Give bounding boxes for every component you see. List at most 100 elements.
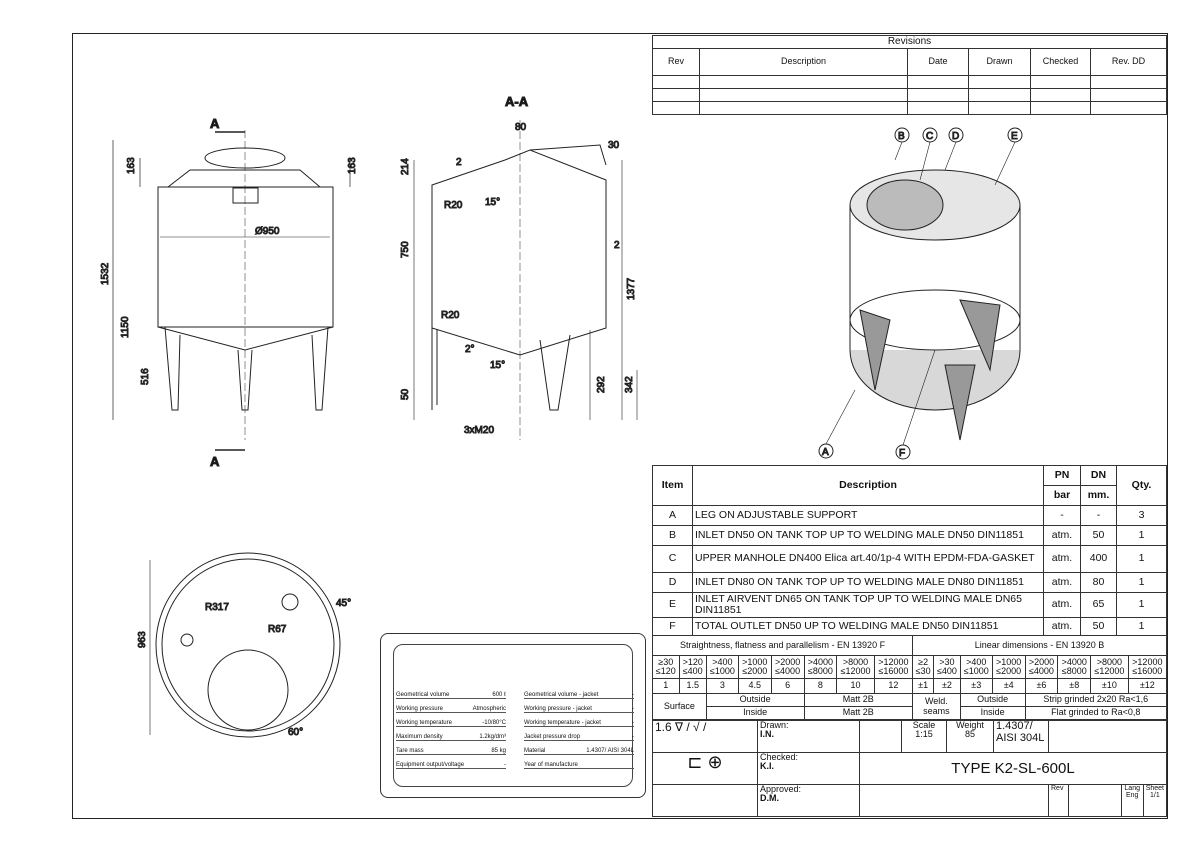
straight-tolerance: 1.5	[678, 678, 707, 694]
qty: 1	[1116, 525, 1167, 546]
lang-value: Eng	[1125, 792, 1139, 800]
label: Working temperature - jacket	[524, 720, 601, 726]
value: Atmospheric	[472, 706, 506, 712]
straight-range: >4000 ≤8000	[803, 655, 838, 679]
weld-inside-value: Flat grinded to Ra<0,8	[1024, 706, 1168, 720]
scale-value: 1:15	[915, 729, 933, 740]
surface-inside: Inside	[705, 706, 805, 720]
straight-range: >1000 ≤2000	[737, 655, 772, 679]
surface-outside: Outside	[705, 693, 805, 707]
linear-range: >12000 ≤16000	[1127, 655, 1168, 679]
value: -10/80°C	[482, 720, 506, 726]
dim-1377: 1377	[626, 277, 637, 300]
dim-15deg-top: 15°	[485, 197, 500, 208]
revisions-table: Revisions Rev Description Date Drawn Che…	[652, 35, 1167, 115]
linear-range: ≥2 ≤30	[912, 655, 935, 679]
label: Working pressure	[396, 706, 443, 712]
linear-title: Linear dimensions - EN 13920 B	[912, 635, 1167, 656]
straight-tolerance: 6	[770, 678, 805, 694]
weight-label: Weight	[956, 720, 984, 730]
checked-label: Checked:	[760, 752, 799, 762]
straightness-title: Straightness, flatness and parallelism -…	[651, 635, 914, 656]
dim-15deg-bottom: 15°	[490, 360, 505, 371]
description: TOTAL OUTLET DN50 UP TO WELDING MALE DN5…	[692, 617, 1044, 636]
rev-label: Rev	[1048, 784, 1069, 817]
callout-e: E	[1011, 131, 1018, 142]
straight-range: >2000 ≤4000	[770, 655, 805, 679]
dim-45deg: 45°	[336, 598, 351, 609]
surface-inside-value: Matt 2B	[803, 706, 914, 720]
item: B	[652, 525, 693, 546]
qty: 1	[1116, 592, 1167, 618]
surface-label: Surface	[652, 693, 707, 720]
roughness-symbol: 1.6 ∇ / √ /	[652, 720, 758, 753]
straight-tolerance: 10	[836, 678, 875, 694]
nameplate-row: Tare mass 85 kg	[396, 748, 506, 755]
linear-tolerance: ±1	[912, 678, 935, 694]
weld-outside-value: Strip grinded 2x20 Ra<1,6	[1024, 693, 1168, 707]
value: -	[632, 734, 634, 740]
qty-header: Qty.	[1116, 465, 1167, 506]
pn-header: PN	[1043, 465, 1081, 486]
sheet-label: Sheet	[1145, 785, 1164, 792]
label: Working pressure - jacket	[524, 706, 592, 712]
dim-diameter-950: Ø950	[255, 226, 280, 237]
qty: 1	[1116, 572, 1167, 593]
dim-963: 963	[137, 631, 148, 648]
weld-inside: Inside	[959, 706, 1026, 720]
linear-tolerance: ±4	[991, 678, 1026, 694]
section-cut-a-bottom: A	[210, 454, 220, 469]
dn-header: DN	[1080, 465, 1117, 486]
straight-tolerance: 8	[803, 678, 838, 694]
checked-value: K.I.	[760, 761, 775, 772]
nameplate-row: Jacket pressure drop-	[524, 734, 634, 741]
item: E	[652, 592, 693, 618]
dim-750: 750	[400, 241, 411, 258]
linear-tolerance: ±2	[933, 678, 961, 694]
value: -	[504, 762, 506, 768]
straight-range: >400 ≤1000	[705, 655, 739, 679]
label: Tare mass	[396, 748, 424, 754]
isometric-view	[818, 127, 1023, 460]
straight-tolerance: 3	[705, 678, 739, 694]
linear-tolerance: ±8	[1057, 678, 1092, 694]
drawing-type-title: TYPE K2-SL-600L	[859, 752, 1167, 785]
value: -	[632, 720, 634, 726]
material: 1.4307/ AISI 304L	[993, 720, 1049, 753]
description: UPPER MANHOLE DN400 Elica art.40/1p-4 WI…	[692, 545, 1044, 573]
dn: 400	[1080, 545, 1117, 573]
qty: 3	[1116, 505, 1167, 526]
value: -	[632, 706, 634, 712]
linear-range: >30 ≤400	[933, 655, 961, 679]
tolerance-table: Straightness, flatness and parallelism -…	[651, 635, 1168, 720]
value: 600 ℓ	[492, 692, 506, 698]
pn-unit: bar	[1043, 485, 1081, 506]
value: 85 kg	[491, 748, 506, 754]
drawing-frame	[72, 33, 1168, 819]
section-label: A-A	[505, 94, 529, 109]
dn-unit: mm.	[1080, 485, 1117, 506]
straight-range: ≥30 ≤120	[652, 655, 680, 679]
linear-tolerance: ±3	[959, 678, 993, 694]
straight-tolerance: 4.5	[737, 678, 772, 694]
label: Maximum density	[396, 734, 443, 740]
description: INLET DN80 ON TANK TOP UP TO WELDING MAL…	[692, 572, 1044, 593]
label: Material	[524, 748, 546, 754]
dim-2-side: 2	[614, 240, 620, 251]
callout-a: A	[822, 447, 829, 458]
dim-3xm20: 3xM20	[464, 425, 494, 436]
scale-label: Scale	[912, 720, 936, 730]
approved-value: D.M.	[760, 793, 779, 804]
dim-292: 292	[596, 376, 607, 393]
label: Geometrical volume - jacket	[524, 692, 599, 698]
nameplate-row: Year of manufacture	[524, 762, 634, 769]
pn: atm.	[1043, 525, 1081, 546]
dim-2-top: 2	[456, 157, 462, 168]
section-view	[413, 120, 638, 440]
